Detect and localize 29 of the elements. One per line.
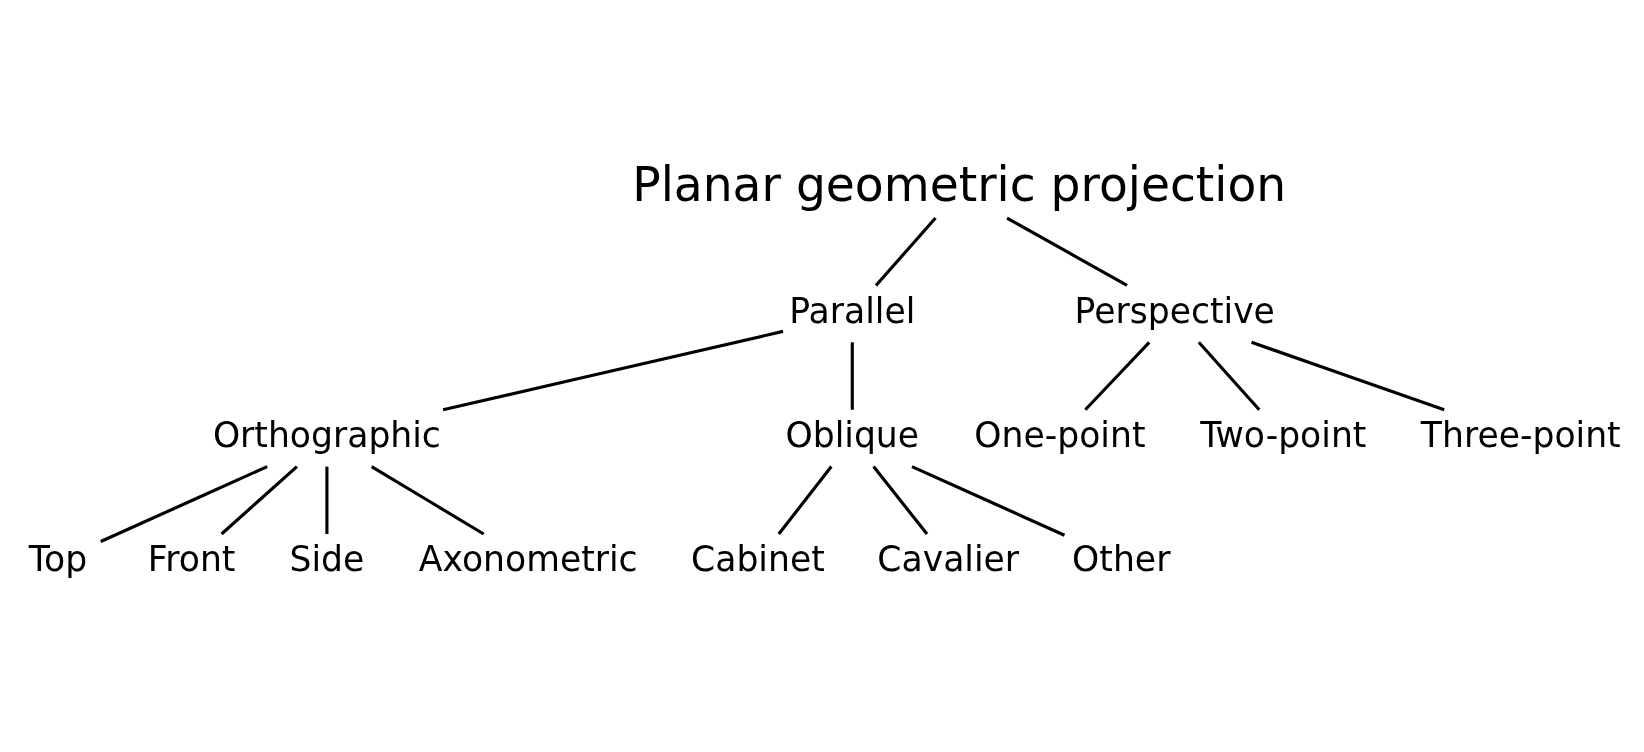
node-text: Oblique	[785, 414, 920, 455]
node-text: Top	[28, 539, 88, 580]
node-text: Orthographic	[212, 414, 441, 455]
connector	[874, 217, 937, 287]
connector	[370, 465, 485, 536]
node-text: Perspective	[1074, 290, 1275, 331]
node-text: Axonometric	[418, 539, 638, 580]
node-text: Three-point	[1420, 414, 1621, 455]
node-text: Front	[147, 539, 236, 580]
node-text: Parallel	[789, 290, 916, 331]
node-text: Cavalier	[877, 539, 1020, 580]
connector	[220, 465, 298, 536]
node-text: Planar geometric projection	[632, 157, 1287, 213]
connector	[911, 465, 1066, 537]
connector	[100, 465, 268, 543]
connector	[1084, 341, 1151, 411]
node-text: Two-point	[1200, 414, 1367, 455]
connector	[1006, 216, 1128, 287]
connector	[442, 329, 784, 412]
connector	[1251, 340, 1445, 412]
node-text: Cabinet	[691, 539, 825, 580]
connector	[1197, 341, 1261, 411]
connector	[325, 466, 329, 534]
node-text: One-point	[974, 414, 1146, 455]
node-text: Other	[1072, 539, 1171, 580]
connector	[777, 465, 833, 535]
connector	[872, 465, 929, 535]
node-text: Side	[289, 539, 365, 580]
connector	[850, 342, 854, 410]
